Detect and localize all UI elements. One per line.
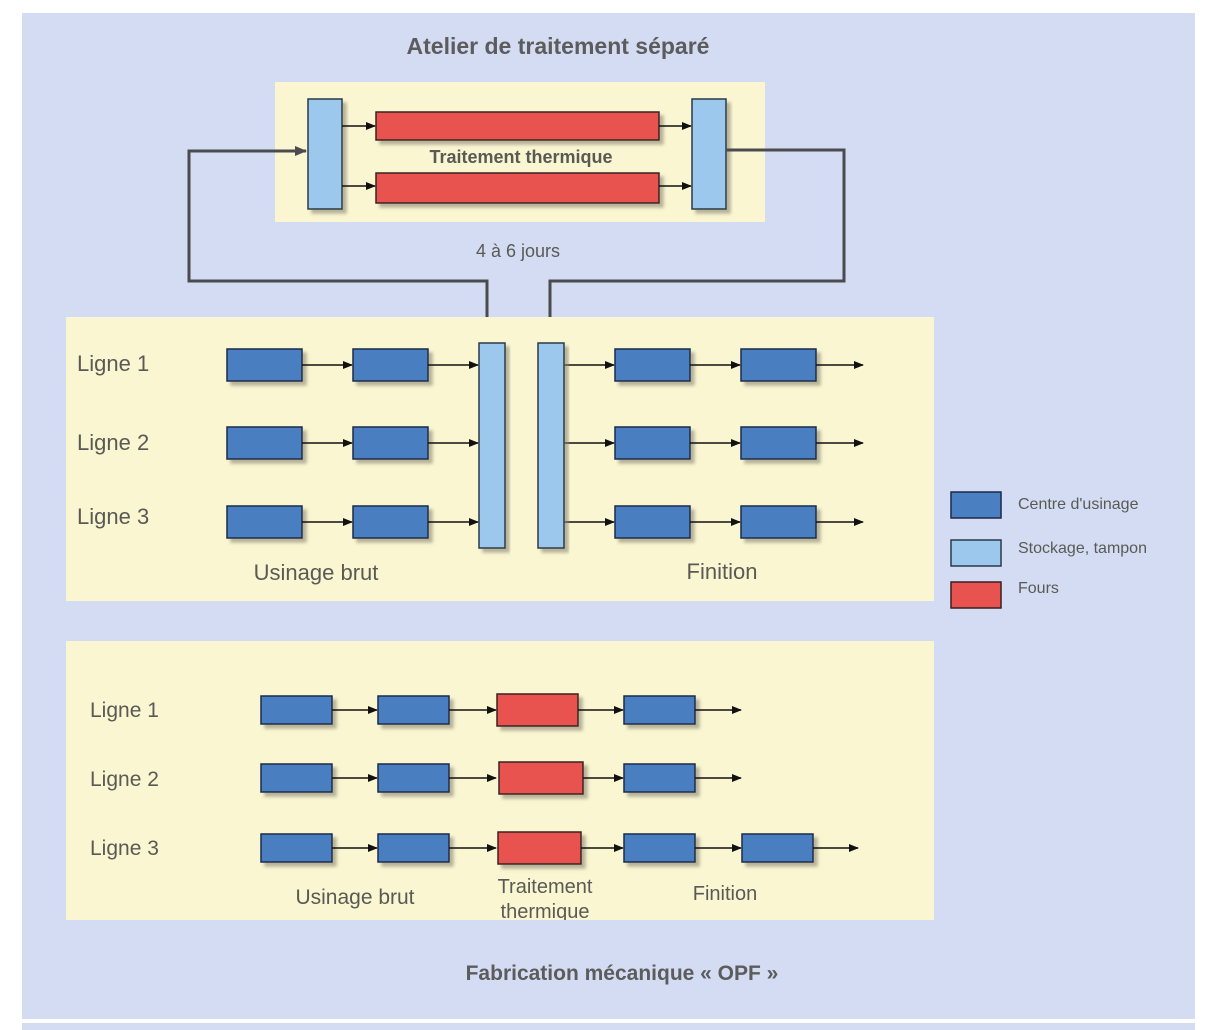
stage-label-finishing: Finition [693, 883, 757, 905]
legend: Centre d'usinage Stockage, tampon Fours [950, 491, 1147, 609]
bottom-section-title: Fabrication mécanique « OPF » [466, 962, 779, 985]
machining-center [352, 348, 429, 382]
machining-center [377, 695, 450, 725]
machining-center [352, 426, 429, 460]
duration-label: 4 à 6 jours [476, 241, 560, 261]
output-buffer [691, 98, 727, 210]
legend-label: Fours [1018, 580, 1059, 597]
roughing-output-buffer [478, 342, 506, 549]
machining-center [226, 348, 303, 382]
separated-production-lines [226, 348, 864, 539]
finishing-input-buffer [537, 342, 565, 549]
legend-label: Centre d'usinage [1018, 496, 1139, 513]
integrated-production-lines [260, 693, 859, 865]
machining-center [741, 833, 814, 863]
stage-label-heat-treatment-2: thermique [501, 901, 590, 923]
line-label: Ligne 2 [77, 430, 149, 455]
stage-label-roughing: Usinage brut [254, 560, 379, 585]
line-label: Ligne 1 [90, 699, 159, 722]
machining-center [614, 426, 691, 460]
machining-center [226, 505, 303, 539]
line-label: Ligne 1 [77, 351, 149, 376]
machining-center [260, 833, 333, 863]
machining-center [377, 833, 450, 863]
stage-label-heat-treatment-1: Traitement [498, 876, 593, 898]
machining-center [623, 833, 696, 863]
line-label: Ligne 2 [90, 768, 159, 791]
furnace [497, 831, 582, 865]
furnace [375, 111, 660, 141]
machining-center [377, 763, 450, 793]
furnace [496, 693, 579, 727]
legend-label: Stockage, tampon [1018, 540, 1147, 557]
machining-center [623, 763, 696, 793]
machining-center [740, 505, 817, 539]
connector-to-heat-treatment [187, 146, 489, 340]
machining-center [614, 348, 691, 382]
machining-center [740, 426, 817, 460]
stage-label-finishing: Finition [687, 559, 758, 584]
machining-center [614, 505, 691, 539]
legend-swatch-furnace [950, 581, 1002, 609]
lower-strip [22, 1023, 1195, 1030]
heat-treatment-label: Traitement thermique [429, 147, 612, 167]
input-buffer [307, 98, 343, 210]
panel-bottom-mask [66, 920, 934, 932]
machining-center [260, 695, 333, 725]
connector-from-heat-treatment [545, 148, 846, 339]
machining-center [260, 763, 333, 793]
machining-center [352, 505, 429, 539]
line-label: Ligne 3 [90, 837, 159, 860]
line-label: Ligne 3 [77, 504, 149, 529]
legend-swatch-buffer [950, 539, 1002, 567]
machining-center [226, 426, 303, 460]
stage-label-roughing: Usinage brut [295, 886, 414, 909]
machining-center [623, 695, 696, 725]
machining-center [740, 348, 817, 382]
furnace [498, 761, 584, 795]
heat-treatment-workshop [307, 98, 727, 210]
furnace [375, 172, 660, 204]
top-section-title: Atelier de traitement séparé [407, 33, 710, 59]
legend-swatch-machining-center [950, 491, 1002, 519]
